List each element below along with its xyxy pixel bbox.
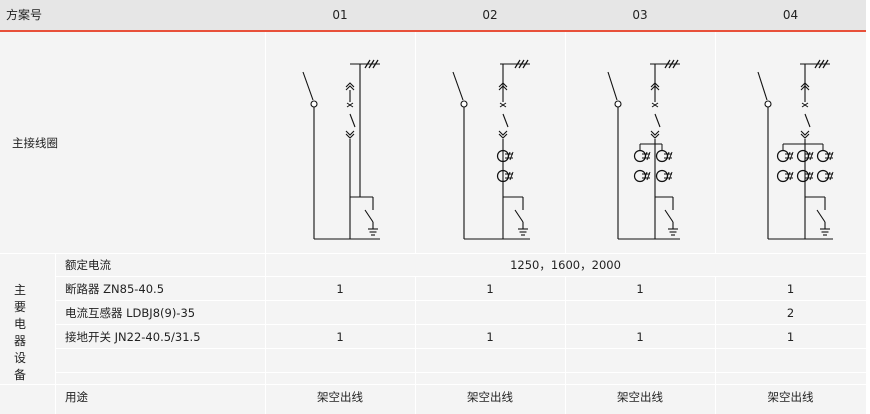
scheme-number-heading: 方案号 <box>6 8 43 22</box>
main-equipment-char: 电 <box>13 317 26 331</box>
scheme-04-heading: 04 <box>782 8 799 22</box>
wiring-diagram-04 <box>757 59 834 240</box>
grid-line <box>55 348 866 349</box>
grid-line <box>565 32 566 253</box>
wiring-diagram-02 <box>452 59 530 240</box>
usage-04: 架空出线 <box>767 390 814 404</box>
table-body <box>0 32 866 414</box>
wiring-diagrams <box>302 59 834 240</box>
earthing-qty-01: 1 <box>336 330 344 344</box>
table-header: 方案号 01 02 03 04 <box>0 0 866 32</box>
usage-label: 用途 <box>65 390 88 404</box>
grid-line <box>55 276 866 277</box>
rated-current-value: 1250，1600，2000 <box>510 258 621 272</box>
grid-line <box>415 32 416 253</box>
wiring-diagram-01 <box>302 59 380 240</box>
earthing-qty-02: 1 <box>486 330 494 344</box>
grid-line <box>265 32 266 414</box>
main-equipment-label: 主 要 电 器 设 备 <box>12 282 28 384</box>
scheme-03-heading: 03 <box>632 8 648 22</box>
ct-qty-04: 2 <box>786 306 795 320</box>
grid-line <box>55 372 866 373</box>
main-equipment-char: 主 <box>13 283 26 297</box>
earthing-qty-03: 1 <box>636 330 644 344</box>
breaker-qty-01: 1 <box>336 282 344 296</box>
grid-line <box>0 253 866 254</box>
grid-line <box>0 384 866 385</box>
breaker-qty-03: 1 <box>636 282 644 296</box>
main-equipment-char: 设 <box>13 351 26 365</box>
current-transformer-label: 电流互感器 LDBJ8(9)-35 <box>65 306 196 320</box>
main-wiring-label: 主接线圈 <box>12 136 58 150</box>
grid-line <box>715 32 716 253</box>
main-equipment-char: 要 <box>13 300 26 314</box>
main-equipment-char: 备 <box>13 368 26 382</box>
breaker-label: 断路器 ZN85-40.5 <box>65 282 165 296</box>
grid-line <box>55 324 866 325</box>
rated-current-label: 额定电流 <box>65 258 111 272</box>
usage-02: 架空出线 <box>467 390 513 404</box>
earthing-qty-04: 1 <box>786 330 795 344</box>
breaker-qty-04: 1 <box>786 282 795 296</box>
breaker-qty-02: 1 <box>486 282 494 296</box>
grid-line <box>55 253 56 414</box>
usage-01: 架空出线 <box>317 390 363 404</box>
grid-line <box>55 300 866 301</box>
grid-line <box>415 276 416 414</box>
earthing-switch-label: 接地开关 JN22-40.5/31.5 <box>65 330 201 344</box>
grid-line <box>565 276 566 414</box>
grid-line <box>715 276 716 414</box>
wiring-diagram-03 <box>607 59 680 240</box>
usage-03: 架空出线 <box>617 390 663 404</box>
main-equipment-char: 器 <box>13 334 26 348</box>
scheme-02-heading: 02 <box>482 8 498 22</box>
scheme-01-heading: 01 <box>332 8 348 22</box>
